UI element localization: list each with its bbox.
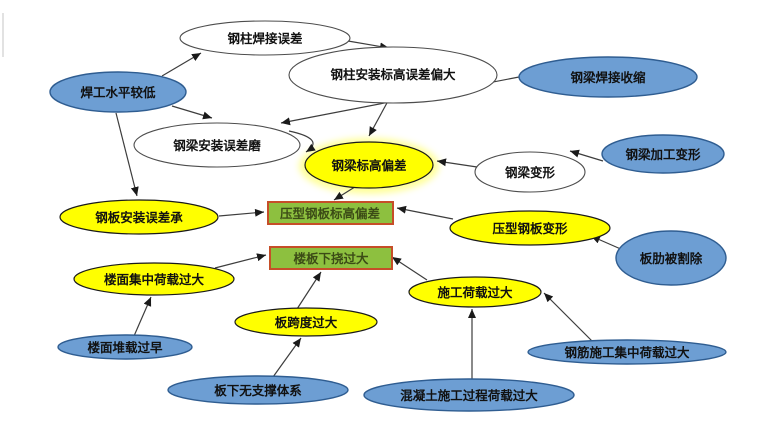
arrow-welder-low-skill-to-plate-install-error: [115, 112, 139, 197]
node-label: 混凝土施工过程荷载过大: [400, 388, 538, 403]
node-label: 板跨度过大: [275, 315, 338, 330]
node-label: 施工荷载过大: [437, 285, 513, 300]
node-welder-low-skill: 焊工水平较低: [49, 71, 187, 113]
node-deck-deform: 压型钢板变形: [449, 210, 611, 246]
node-shape: [267, 201, 394, 225]
node-label: 压型钢板变形: [492, 221, 568, 236]
arrow-rebar-load-to-constr-load: [543, 292, 593, 342]
node-shape: [288, 46, 498, 104]
node-label: 板肋被割除: [640, 251, 703, 266]
arrow-beam-deform-to-beam-elev-dev: [436, 158, 478, 168]
node-constr-load: 施工荷载过大: [408, 276, 542, 308]
node-beam-deform: 钢梁变形: [474, 151, 586, 193]
node-beam-process-deform: 钢梁加工变形: [601, 134, 725, 174]
node-rib-cut: 板肋被割除: [615, 230, 727, 286]
node-shape: [449, 210, 611, 246]
arrow-constr-load-to-slab-deflect: [391, 256, 428, 281]
node-label: 楼面堆载过早: [87, 340, 163, 355]
node-shape: [73, 262, 235, 296]
node-shape: [269, 246, 393, 270]
arrow-rib-cut-to-deck-deform: [590, 235, 624, 251]
node-label: 钢梁焊接收缩: [570, 70, 646, 85]
node-no-support: 板下无支撑体系: [167, 375, 349, 405]
arrow-deck-deform-to-deck-elev-dev: [396, 205, 454, 220]
node-shape: [601, 134, 725, 174]
node-label: 钢梁加工变形: [625, 147, 701, 162]
arrow-no-support-to-span-too-large: [272, 337, 302, 378]
node-deck-elev-dev: 压型钢板标高偏差: [267, 201, 394, 225]
arrow-floor-conc-load-to-slab-deflect: [214, 253, 267, 269]
node-shape: [179, 20, 351, 56]
arrow-welder-low-skill-to-column-weld-error: [161, 52, 202, 77]
node-column-elev-error: 钢柱安装标高误差偏大: [288, 46, 498, 104]
node-plate-install-error: 钢板安装误差承: [59, 199, 219, 235]
node-column-weld-error: 钢柱焊接误差: [179, 20, 351, 56]
node-slab-deflect: 楼板下挠过大: [269, 246, 393, 270]
arrow-beam-process-deform-to-beam-deform: [569, 149, 604, 162]
arrow-span-too-large-to-slab-deflect: [296, 271, 322, 310]
node-label: 钢柱安装标高误差偏大: [330, 67, 456, 82]
arrow-welder-low-skill-to-beam-install-error: [171, 105, 213, 120]
arrow-layer: [115, 40, 624, 379]
node-label: 楼面集中荷载过大: [104, 272, 205, 287]
node-label: 楼板下挠过大: [293, 251, 369, 266]
node-shape: [408, 276, 542, 308]
node-shape: [59, 199, 219, 235]
node-beam-install-error: 钢梁安装误差磨: [133, 122, 301, 168]
node-label: 板下无支撑体系: [214, 383, 302, 398]
node-early-stack: 楼面堆载过早: [57, 334, 193, 360]
node-label: 钢板安装误差承: [95, 210, 183, 225]
node-shape: [615, 230, 727, 286]
node-shape: [57, 334, 193, 360]
node-label: 钢柱焊接误差: [227, 31, 302, 46]
node-shape: [167, 375, 349, 405]
node-beam-elev-dev: 钢梁标高偏差: [304, 141, 434, 189]
node-label: 钢梁安装误差磨: [173, 138, 261, 153]
node-label: 钢梁标高偏差: [331, 158, 406, 173]
node-label: 焊工水平较低: [80, 85, 156, 100]
node-rebar-load: 钢筋施工集中荷载过大: [527, 339, 727, 365]
node-span-too-large: 板跨度过大: [234, 307, 378, 337]
arrow-plate-install-error-to-deck-elev-dev: [218, 208, 265, 217]
node-floor-conc-load: 楼面集中荷载过大: [73, 262, 235, 296]
node-shape: [527, 339, 727, 365]
node-shape: [518, 56, 698, 98]
node-label: 压型钢板标高偏差: [280, 206, 380, 221]
node-concrete-load: 混凝土施工过程荷载过大: [363, 378, 575, 412]
arrow-early-stack-to-floor-conc-load: [133, 296, 152, 337]
node-label: 钢梁变形: [505, 165, 556, 180]
node-beam-weld-shrink: 钢梁焊接收缩: [518, 56, 698, 98]
node-shape: [474, 151, 586, 193]
node-label: 钢筋施工集中荷载过大: [564, 345, 690, 360]
node-shape: [49, 71, 187, 113]
node-shape: [363, 378, 575, 412]
node-shape: [234, 307, 378, 337]
node-shape: [133, 122, 301, 168]
arrow-beam-install-error-to-beam-elev-dev: [288, 130, 316, 153]
node-shape: [304, 141, 434, 189]
